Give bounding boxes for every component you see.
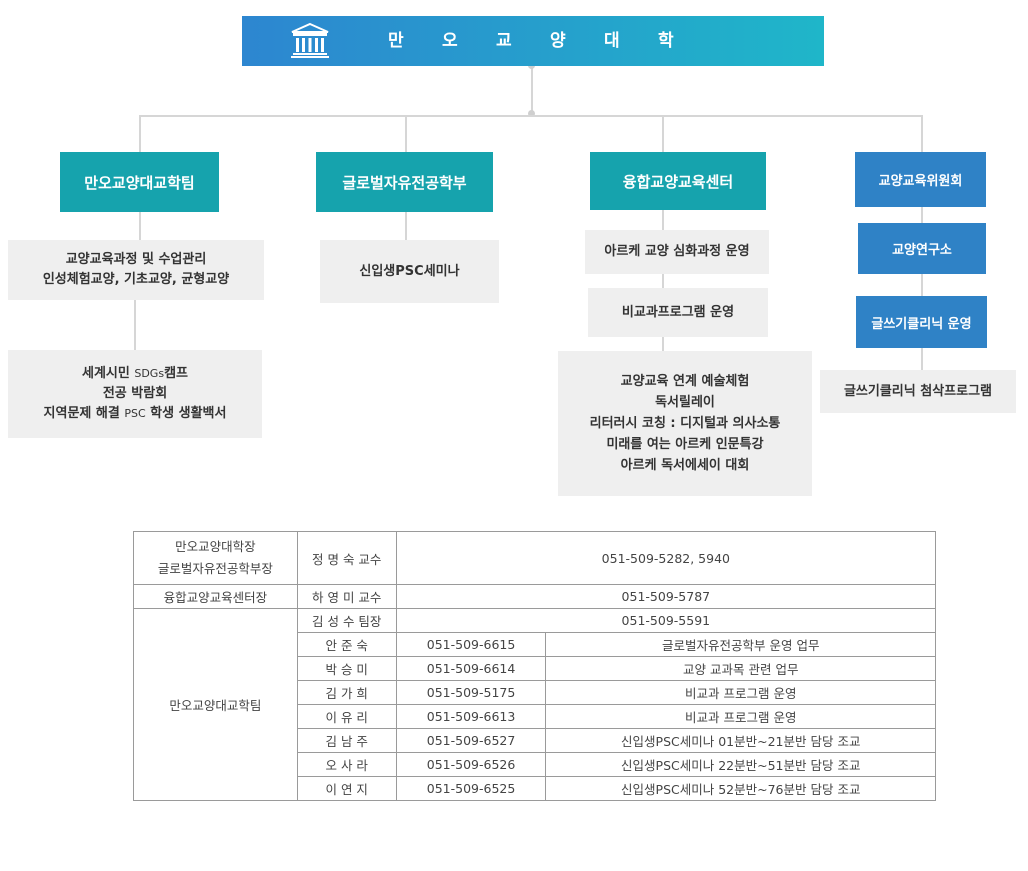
name-cell: 김 성 수 팀장: [296, 608, 397, 633]
connector-header-down: [531, 66, 533, 116]
connector-drop-global: [405, 115, 407, 152]
phone-cell: 051-509-6613: [395, 704, 547, 729]
phone-cell: 051-509-6527: [395, 728, 547, 753]
connector-right-1: [921, 207, 923, 223]
duty-cell: 교양 교과목 관련 업무: [545, 656, 936, 681]
title-char: 교: [496, 31, 512, 51]
dept-committee: 교양교육위원회: [855, 152, 986, 207]
connector-right-2: [921, 274, 923, 296]
center-extracurricular-box: 비교과프로그램 운영: [588, 288, 768, 337]
center-program-line: 독서릴레이: [655, 395, 715, 410]
center-extracurricular-label: 비교과프로그램 운영: [621, 304, 735, 320]
team-program-line: 세계시민 SDGs캠프: [81, 366, 188, 381]
team-program-line: 지역문제 해결 PSC 학생 생활백서: [43, 406, 227, 421]
duty-cell: 비교과 프로그램 운영: [545, 680, 936, 705]
name-cell: 안 준 숙: [296, 632, 397, 657]
phone-cell: 051-509-5175: [395, 680, 547, 705]
name-cell: 이 연 지: [296, 776, 397, 801]
dept-institute: 교양연구소: [858, 223, 986, 274]
connector-drop-right: [921, 115, 923, 152]
role-cell: 융합교양교육센터장: [133, 584, 298, 609]
duty-cell: 비교과 프로그램 운영: [545, 704, 936, 729]
connector-drop-center: [662, 115, 664, 152]
center-course-label: 아르케 교양 심화과정 운영: [604, 244, 750, 259]
dept-center-title: 융합교양교육센터: [622, 172, 734, 191]
title-char: 오: [442, 31, 458, 51]
name-cell: 오 사 라: [296, 752, 397, 777]
name-cell: 정 명 숙 교수: [296, 531, 397, 585]
title-char: 만: [388, 31, 404, 51]
phone-cell: 051-509-5591: [395, 608, 937, 633]
name-cell: 김 남 주: [296, 728, 397, 753]
title-char: 학: [658, 31, 674, 51]
clinic-program-box: 글쓰기클리닉 첨삭프로그램: [820, 370, 1016, 413]
contact-table: 만오교양대학장 글로벌자유전공학부장 정 명 숙 교수 051-509-5282…: [133, 531, 937, 801]
phone-cell: 051-509-6525: [395, 776, 547, 801]
table-row: 김 남 주 051-509-6527 신입생PSC세미나 01분반~21분반 담…: [134, 728, 936, 753]
connector-global-box: [405, 212, 407, 240]
duty-cell: 신입생PSC세미나 22분반~51분반 담당 조교: [545, 752, 936, 777]
phone-cell: 051-509-6526: [395, 752, 547, 777]
team-duty-line: 교양교육과정 및 수업관리: [65, 252, 207, 267]
table-row: 만오교양대교학팀 김 성 수 팀장 051-509-5591: [133, 608, 937, 801]
phone-cell: 051-509-5787: [395, 584, 937, 609]
phone-cell: 051-509-5282, 5940: [395, 531, 937, 585]
connector-horizontal: [139, 115, 923, 117]
connector-center-box2: [662, 274, 664, 288]
connector-right-3: [921, 348, 923, 370]
table-row: 이 유 리 051-509-6613 비교과 프로그램 운영: [134, 704, 936, 729]
name-cell: 김 가 희: [296, 680, 397, 705]
team-program-line: 전공 박람회: [102, 386, 168, 401]
duty-cell: 신입생PSC세미나 52분반~76분반 담당 조교: [545, 776, 936, 801]
table-row: 만오교양대학장 글로벌자유전공학부장 정 명 숙 교수 051-509-5282…: [133, 531, 937, 585]
team-program-box: 세계시민 SDGs캠프 전공 박람회 지역문제 해결 PSC 학생 생활백서: [8, 350, 262, 438]
title-char: 대: [604, 31, 620, 51]
center-program-line: 교양교육 연계 예술체험: [620, 374, 750, 389]
connector-drop-team: [139, 115, 141, 152]
center-course-box: 아르케 교양 심화과정 운영: [585, 230, 769, 274]
table-row: 이 연 지 051-509-6525 신입생PSC세미나 52분반~76분반 담…: [134, 776, 936, 801]
connector-dot: [528, 110, 535, 117]
role-cell: 만오교양대교학팀: [133, 608, 298, 801]
dept-global-title: 글로벌자유전공학부: [342, 173, 467, 192]
center-program-line: 미래를 여는 아르케 인문특강: [606, 437, 764, 452]
clinic-program-label: 글쓰기클리닉 첨삭프로그램: [843, 383, 993, 399]
table-row: 융합교양교육센터장 하 영 미 교수 051-509-5787: [133, 584, 937, 609]
role-cell: 만오교양대학장 글로벌자유전공학부장: [133, 531, 298, 585]
table-row: 박 승 미 051-509-6614 교양 교과목 관련 업무: [134, 656, 936, 681]
global-seminar-box: 신입생PSC세미나: [320, 240, 499, 303]
dept-institute-title: 교양연구소: [892, 243, 952, 258]
dept-center: 융합교양교육센터: [590, 152, 766, 210]
dept-team-title: 만오교양대교학팀: [84, 173, 195, 192]
team-duty-line: 인성체험교양, 기초교양, 균형교양: [42, 272, 230, 287]
connector-center-box: [662, 210, 664, 230]
global-seminar-label: 신입생PSC세미나: [359, 263, 460, 279]
dept-global: 글로벌자유전공학부: [316, 152, 493, 212]
name-cell: 박 승 미: [296, 656, 397, 681]
name-cell: 하 영 미 교수: [296, 584, 397, 609]
center-program-line: 아르케 독서에세이 대회: [620, 458, 750, 473]
connector-center-box3: [662, 337, 664, 351]
dept-clinic-title: 글쓰기클리닉 운영: [871, 316, 972, 332]
university-building-icon: [291, 22, 329, 58]
table-row: 오 사 라 051-509-6526 신입생PSC세미나 22분반~51분반 담…: [134, 752, 936, 777]
connector-team-box: [139, 212, 141, 240]
name-cell: 이 유 리: [296, 704, 397, 729]
dept-committee-title: 교양교육위원회: [878, 174, 963, 189]
team-duty-box: 교양교육과정 및 수업관리 인성체험교양, 기초교양, 균형교양: [8, 240, 264, 300]
connector-team-box2: [134, 300, 136, 350]
phone-cell: 051-509-6615: [395, 632, 547, 657]
dept-clinic: 글쓰기클리닉 운영: [856, 296, 987, 348]
duty-cell: 신입생PSC세미나 01분반~21분반 담당 조교: [545, 728, 936, 753]
duty-cell: 글로벌자유전공학부 운영 업무: [545, 632, 936, 657]
center-program-box: 교양교육 연계 예술체험 독서릴레이 리터러시 코칭 : 디지털과 의사소통 미…: [558, 351, 812, 496]
title-char: 양: [550, 31, 566, 51]
dept-team: 만오교양대교학팀: [60, 152, 219, 212]
center-program-line: 리터러시 코칭 : 디지털과 의사소통: [589, 416, 781, 431]
phone-cell: 051-509-6614: [395, 656, 547, 681]
